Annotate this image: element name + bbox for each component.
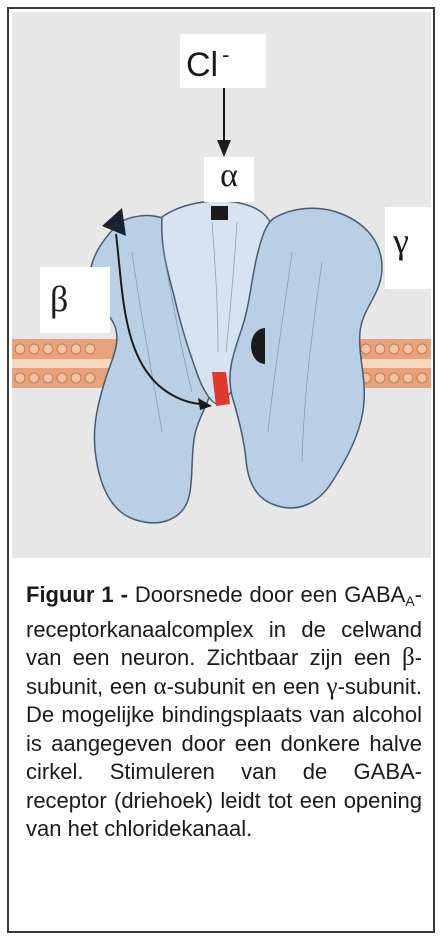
alpha-label: α	[204, 157, 254, 202]
figure-panel: Cl- α β γ	[12, 12, 431, 558]
caption-title: Figuur 1 -	[26, 582, 128, 607]
alpha-binding-square-icon	[211, 206, 228, 220]
chloride-arrowhead-icon	[217, 140, 231, 157]
chloride-ion-label: Cl-	[180, 34, 266, 88]
gamma-label: γ	[385, 207, 431, 289]
figure-caption: Figuur 1 - Doorsnede door een GABAA-rece…	[26, 581, 422, 844]
beta-label: β	[40, 267, 110, 333]
